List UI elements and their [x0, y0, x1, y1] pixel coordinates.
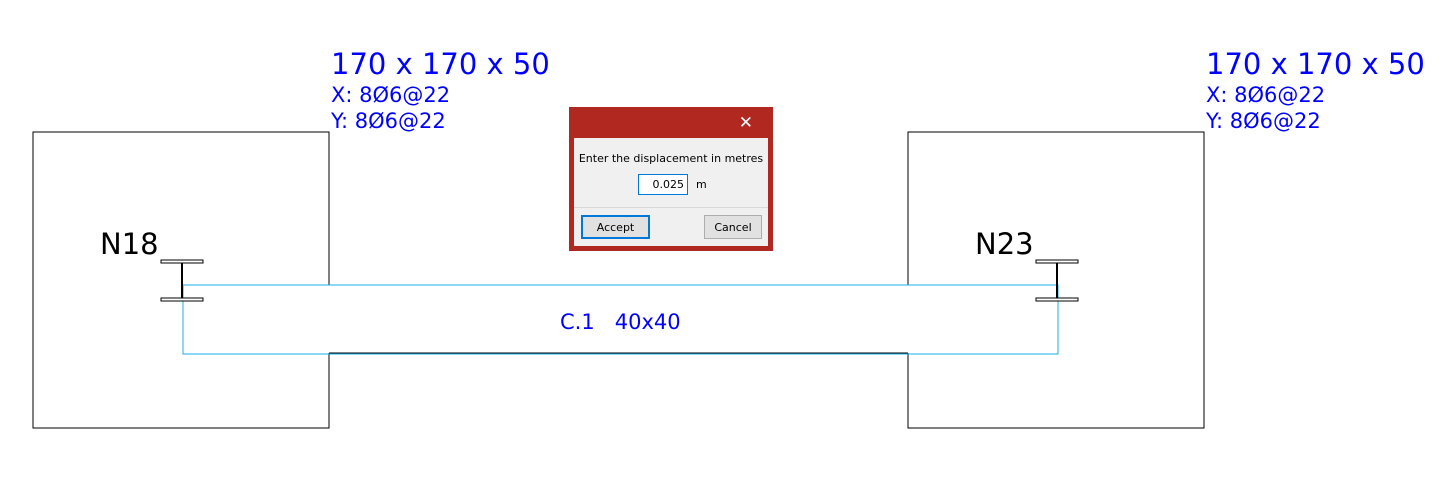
displacement-input[interactable] — [638, 174, 688, 195]
unit-label: m — [696, 178, 707, 191]
column-right-icon[interactable] — [1035, 259, 1079, 302]
node-label-right: N23 — [975, 227, 1034, 261]
footing-size-right: 170 x 170 x 50 — [1206, 47, 1425, 81]
dialog-prompt: Enter the displacement in metres — [578, 152, 764, 165]
rebar-y-left: Y: 8Ø6@22 — [331, 109, 446, 133]
rebar-y-right: Y: 8Ø6@22 — [1206, 109, 1321, 133]
beam-label: C.1 40x40 — [560, 310, 681, 334]
footing-left[interactable] — [32, 131, 330, 429]
beam-outline[interactable] — [182, 284, 1059, 355]
displacement-dialog: ✕ Enter the displacement in metres m Acc… — [569, 107, 773, 251]
column-left-icon[interactable] — [160, 259, 204, 302]
accept-button[interactable]: Accept — [581, 215, 650, 239]
rebar-x-right: X: 8Ø6@22 — [1206, 83, 1326, 107]
footing-right[interactable] — [907, 131, 1205, 429]
dialog-body: Enter the displacement in metres m Accep… — [574, 138, 768, 246]
cancel-button[interactable]: Cancel — [704, 215, 762, 239]
node-label-left: N18 — [100, 227, 159, 261]
divider — [574, 207, 768, 208]
close-icon[interactable]: ✕ — [738, 113, 753, 133]
footing-size-left: 170 x 170 x 50 — [331, 47, 550, 81]
rebar-x-left: X: 8Ø6@22 — [331, 83, 451, 107]
